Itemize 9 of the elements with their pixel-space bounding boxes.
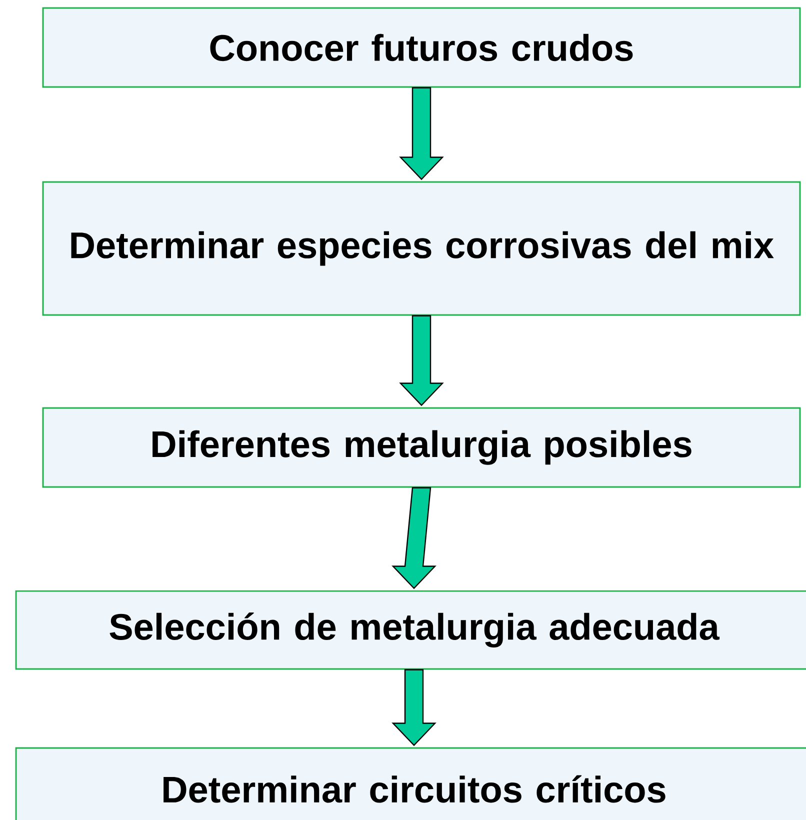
process-box: Determinar especies corrosivas del mix [42, 181, 801, 316]
process-box: Diferentes metalurgia posibles [42, 407, 801, 488]
process-box: Determinar circuitos críticos [15, 747, 806, 820]
block-arrow [399, 315, 444, 406]
process-box: Conocer futuros crudos [42, 7, 801, 88]
block-arrow [392, 487, 436, 590]
block-arrow [399, 87, 444, 180]
process-box: Selección de metalurgia adecuada [15, 590, 806, 670]
block-arrow [392, 669, 436, 746]
